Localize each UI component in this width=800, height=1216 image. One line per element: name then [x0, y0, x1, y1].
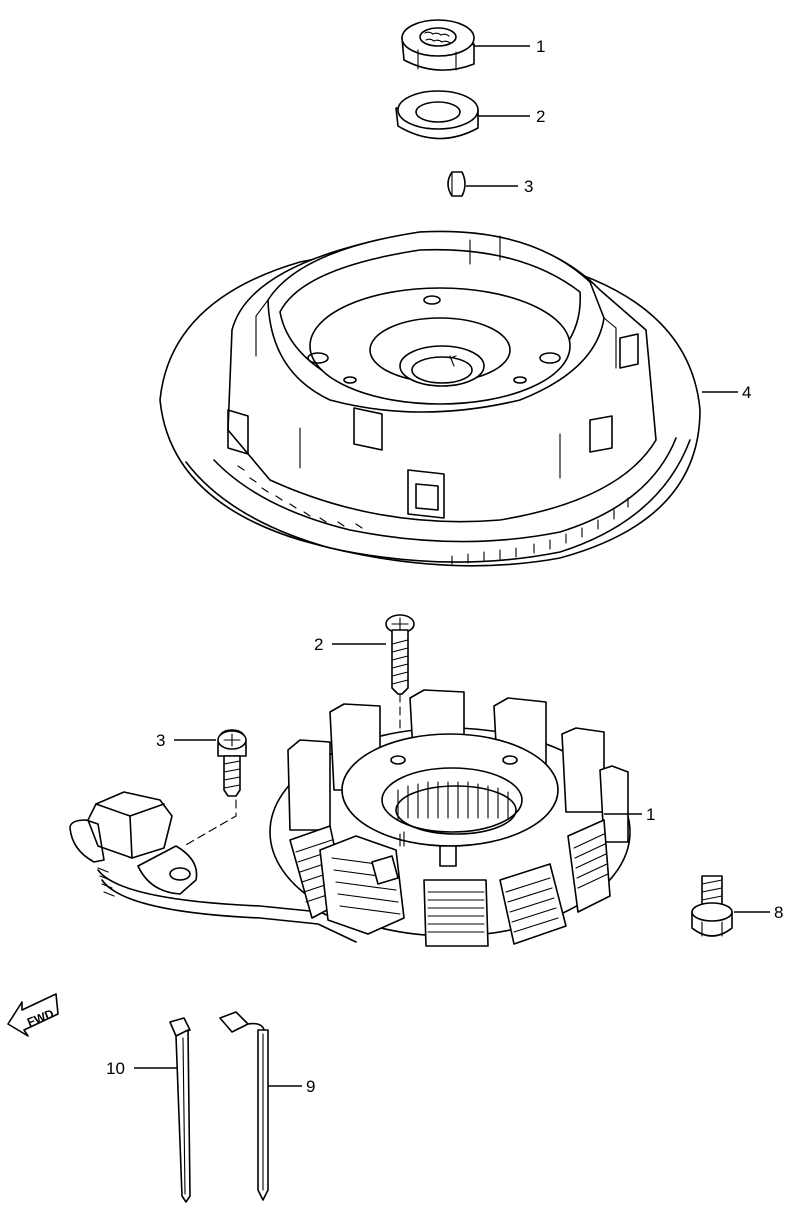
callout-label-9: 9: [306, 1077, 315, 1096]
callout-label-2: 2: [314, 635, 323, 654]
callout-label-4: 4: [742, 383, 751, 402]
stator-part[interactable]: [69, 689, 631, 947]
callout-1: 1: [604, 805, 655, 824]
callout-label-5: 1: [536, 37, 545, 56]
nut-part[interactable]: [401, 19, 475, 71]
callout-label-7: 3: [524, 177, 533, 196]
callout-label-8: 8: [774, 903, 783, 922]
clamp-tie-part[interactable]: [219, 1011, 269, 1201]
pulser-screw-part[interactable]: [217, 729, 247, 797]
callout-3: 3: [156, 731, 216, 750]
callout-label-6: 2: [536, 107, 545, 126]
callout-6: 2: [478, 107, 545, 126]
callout-label-1: 1: [646, 805, 655, 824]
callout-9: 9: [268, 1077, 315, 1096]
fwd-direction-arrow: FWD: [7, 993, 59, 1037]
callout-2: 2: [314, 635, 386, 654]
stator-screw-part[interactable]: [385, 614, 415, 695]
callout-label-10: 10: [106, 1059, 125, 1078]
cable-tie-part[interactable]: [169, 1017, 191, 1203]
flywheel-part[interactable]: [159, 230, 701, 567]
callout-5: 1: [474, 37, 545, 56]
key-part[interactable]: [447, 171, 466, 197]
stator-coil-front-right: [567, 819, 611, 913]
callout-label-3: 3: [156, 731, 165, 750]
bolt-part[interactable]: [691, 875, 733, 937]
assembly-line-3: [183, 799, 237, 847]
callout-8: 8: [734, 903, 783, 922]
callout-4: 4: [702, 383, 751, 402]
callout-7: 3: [466, 177, 533, 196]
callout-10: 10: [106, 1059, 178, 1078]
washer-part[interactable]: [395, 90, 479, 140]
stator-coil-front-center-right: [499, 863, 567, 945]
stator-coil-front-center-left: [319, 835, 405, 935]
stator-coil-front-center: [423, 879, 489, 947]
